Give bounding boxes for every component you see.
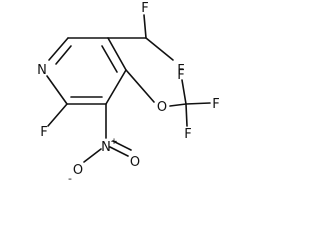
bond-c4-o	[125, 69, 155, 103]
bond-nitro-o-double-2	[112, 140, 132, 151]
bond-chf2-f-right	[145, 37, 174, 61]
atom-nitro-nitrogen: N	[101, 140, 111, 155]
atom-fluorine-ring: F	[40, 125, 47, 140]
charge-minus: -	[68, 172, 72, 185]
bond-nitro-o-single	[83, 148, 102, 163]
bond-c5-c4-inner	[101, 45, 118, 73]
bond-o-cf3	[169, 103, 187, 107]
atom-fluorine-cf3-right: F	[212, 97, 219, 112]
atom-ring-nitrogen: N	[37, 63, 47, 78]
bond-chf2-f-upper	[143, 14, 147, 39]
charge-plus: +	[110, 137, 118, 147]
atom-ether-oxygen: O	[157, 100, 167, 115]
bond-c5-c4	[107, 37, 127, 71]
bond-cf3-f-right	[185, 102, 211, 105]
atom-fluorine-cf3-bottom: F	[184, 127, 191, 142]
atom-fluorine-chf2-upper: F	[141, 1, 148, 16]
atom-nitro-oxygen-double: O	[130, 155, 140, 170]
bond-nitro-o-double	[109, 146, 129, 157]
atom-labels: N F F F O F F F N O O + -	[37, 1, 220, 185]
atom-fluorine-cf3-top: F	[177, 68, 184, 83]
structure-diagram: N F F F O F F F N O O + -	[37, 1, 220, 185]
bond-c4-c3	[105, 69, 127, 105]
bond-cf3-f-bottom	[185, 103, 188, 127]
bond-c6-n1-inner	[55, 45, 72, 65]
bond-n1-c6	[48, 37, 69, 61]
atom-fluorine-chf2-right: F	[177, 63, 184, 78]
bond-c2-f	[47, 103, 68, 127]
bonds	[46, 14, 211, 163]
bond-cf3-f-top	[181, 79, 187, 105]
atom-nitro-oxygen-single: O	[73, 163, 83, 178]
bond-c2-n1	[46, 75, 68, 105]
